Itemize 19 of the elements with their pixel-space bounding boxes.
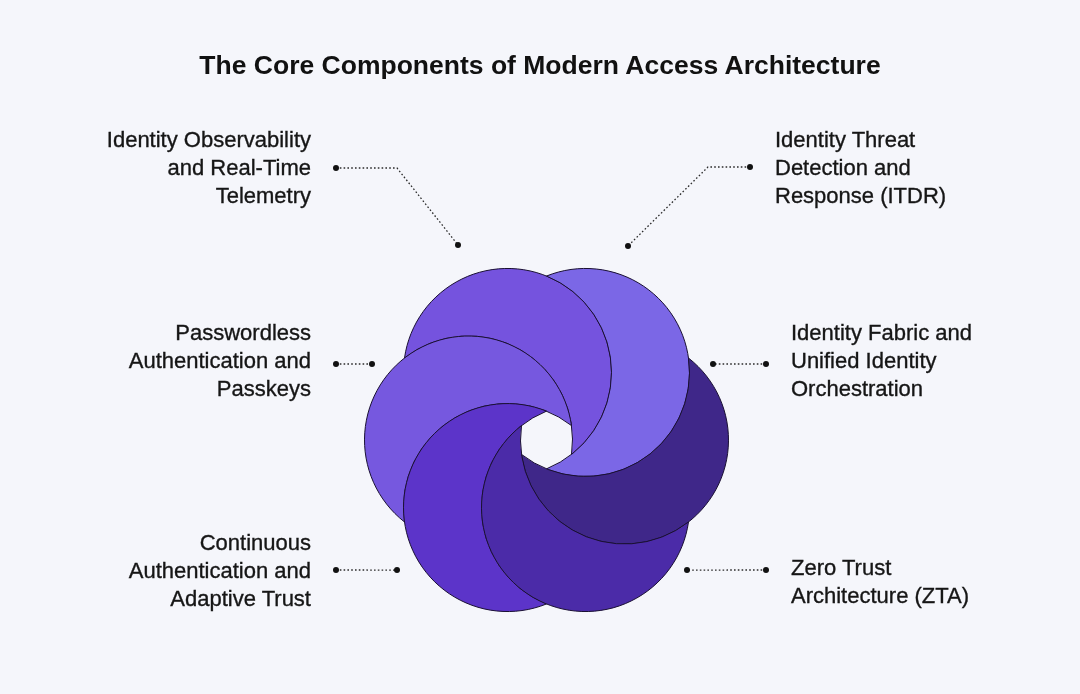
- leader-line: [625, 164, 753, 249]
- leader-line: [333, 165, 461, 248]
- component-label: Identity Observability and Real-Time Telemetry: [105, 126, 311, 210]
- component-label: Passwordless Authentication and Passkeys: [127, 319, 311, 403]
- component-label: Identity Fabric and Unified Identity Orchestration: [791, 319, 973, 403]
- circle-petal: [546, 267, 690, 477]
- circle-petal: [403, 403, 547, 613]
- leader-line: [333, 361, 375, 367]
- circle-petal: [481, 425, 689, 612]
- component-label: Continuous Authentication and Adaptive Trust: [127, 529, 311, 613]
- circle-petal: [521, 357, 729, 545]
- component-label: Zero Trust Architecture (ZTA): [791, 554, 971, 610]
- leader-line: [333, 567, 400, 574]
- leader-line: [710, 361, 769, 367]
- component-label: Identity Threat Detection and Response (ITDR): [775, 126, 948, 210]
- circle-petal: [364, 335, 572, 523]
- circle-petal: [404, 268, 612, 455]
- leader-line: [684, 567, 769, 574]
- title: The Core Components of Modern Access Architecture: [199, 49, 881, 82]
